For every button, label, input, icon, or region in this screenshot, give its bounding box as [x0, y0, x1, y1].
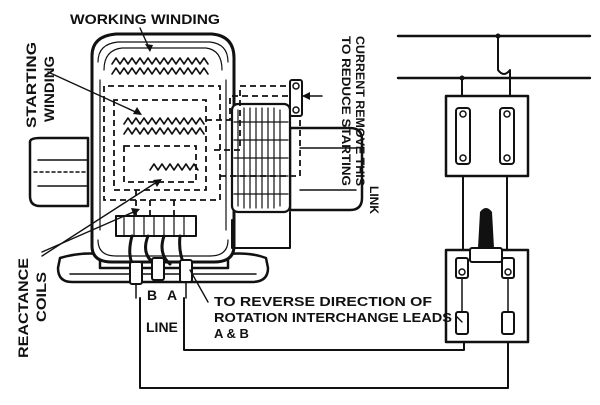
line-wiring — [139, 297, 509, 389]
reverse-label-line2: ROTATION INTERCHANGE LEADS — [214, 310, 452, 325]
line-label: LINE — [146, 319, 178, 335]
leader-lines — [41, 27, 463, 323]
right-shaft — [288, 126, 364, 212]
rotor-stack — [230, 102, 292, 249]
lead-b-label: B — [147, 287, 157, 303]
internal-dashed-wiring — [103, 85, 301, 218]
lead-a-label: A — [167, 287, 177, 303]
left-end-bell — [28, 136, 90, 208]
fuse-block — [444, 94, 530, 257]
working-winding — [111, 57, 209, 75]
reverse-label-line1: TO REVERSE DIRECTION OF — [214, 294, 432, 309]
stator-frame — [90, 32, 236, 264]
starting-winding-label-line1: STARTING — [23, 42, 39, 128]
supply-bus — [396, 33, 592, 97]
working-winding-label: WORKING WINDING — [70, 11, 220, 27]
reactance-coils-label-line2: COILS — [33, 272, 49, 322]
starting-winding-label-line2: WINDING — [41, 56, 57, 122]
reverse-label-line3: A & B — [214, 326, 249, 341]
link-label-line1: TO REDUCE STARTING — [339, 36, 353, 186]
reactance-coils — [149, 163, 199, 171]
starting-winding — [123, 117, 205, 135]
terminal-block — [115, 215, 197, 299]
link-label-line2: CURRENT REMOVE THIS — [353, 36, 367, 186]
knife-switch — [444, 208, 530, 344]
reactance-coils-label-line1: REACTANCE — [15, 258, 31, 358]
removable-link — [289, 79, 323, 117]
link-label-line3-visible: LINK — [367, 186, 381, 214]
